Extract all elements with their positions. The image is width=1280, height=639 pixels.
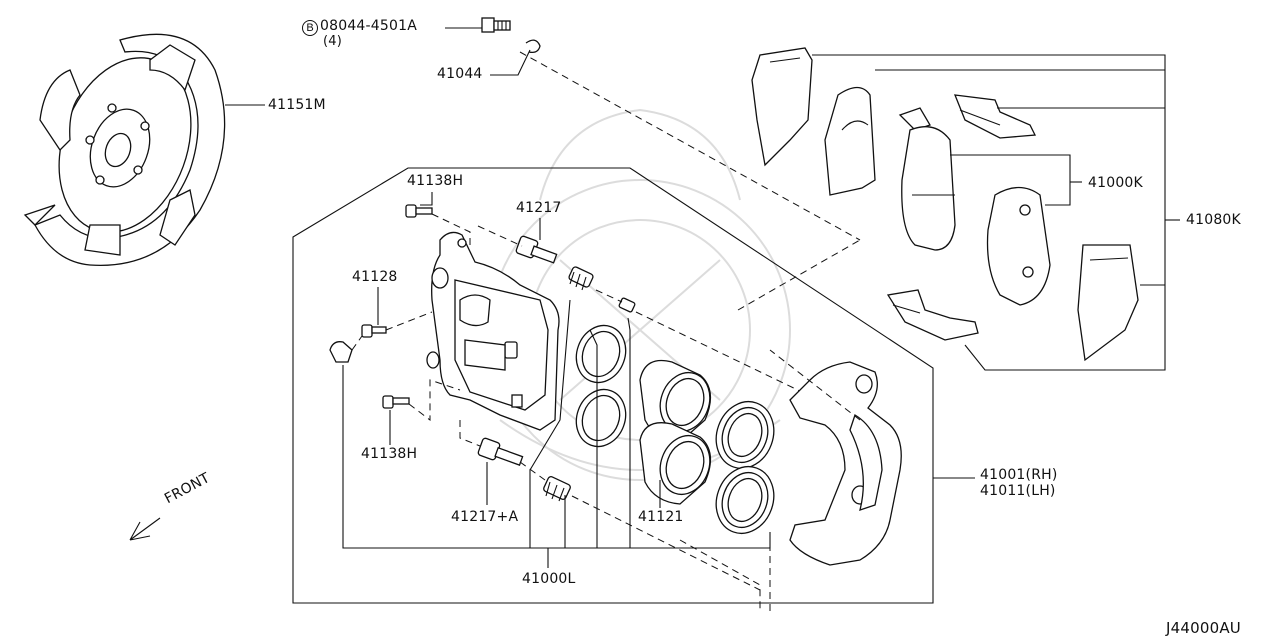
label-41151M[interactable]: 41151M xyxy=(268,97,326,113)
anti-rattle-clip-lower[interactable] xyxy=(886,289,979,341)
guide-pin-41217A[interactable] xyxy=(477,437,524,466)
pin-boot-upper[interactable] xyxy=(568,266,594,291)
pad-shim-inner[interactable] xyxy=(824,86,876,196)
bleeder-41128[interactable] xyxy=(361,324,387,338)
pad-shim-outer[interactable] xyxy=(751,47,813,167)
label-41128[interactable]: 41128 xyxy=(352,269,398,285)
dust-boot-upper[interactable] xyxy=(707,393,783,476)
label-41000K[interactable]: 41000K xyxy=(1088,175,1143,191)
label-41080K[interactable]: 41080K xyxy=(1186,212,1241,228)
label-41138H-top[interactable]: 41138H xyxy=(407,173,464,189)
label-41044[interactable]: 41044 xyxy=(437,66,483,82)
piston-seal-lower[interactable] xyxy=(569,383,634,454)
piston-seal-upper[interactable] xyxy=(569,319,634,390)
anti-rattle-clip-upper[interactable] xyxy=(953,94,1037,139)
piston-upper[interactable] xyxy=(639,359,718,443)
label-bolt-08044-4501A[interactable]: 08044-4501A xyxy=(320,18,417,34)
label-41121[interactable]: 41121 xyxy=(638,509,684,525)
brake-pad-inner[interactable] xyxy=(986,186,1051,306)
pin-sleeve[interactable] xyxy=(618,297,636,313)
label-41138H-bottom[interactable]: 41138H xyxy=(361,446,418,462)
label-41001-rh[interactable]: 41001(RH) xyxy=(980,467,1058,483)
bolt-symbol-circle: B xyxy=(302,20,318,36)
pad-wear-indicator[interactable] xyxy=(898,107,931,131)
label-bolt-qty: (4) xyxy=(323,34,343,49)
backing-plate-41151M[interactable] xyxy=(23,33,226,267)
caliper-body[interactable] xyxy=(426,231,560,431)
bolt-41138H-bottom[interactable] xyxy=(382,395,410,409)
bolt-41138H-top[interactable] xyxy=(405,204,433,218)
dust-boot-lower[interactable] xyxy=(707,458,783,541)
washer-41044[interactable] xyxy=(525,39,541,54)
pin-boot-lower[interactable] xyxy=(543,476,572,502)
label-41217[interactable]: 41217 xyxy=(516,200,562,216)
label-41217A[interactable]: 41217+A xyxy=(451,509,519,525)
caliper-bracket[interactable] xyxy=(789,361,902,566)
brake-pad-outer[interactable] xyxy=(901,126,956,251)
label-41000L[interactable]: 41000L xyxy=(522,571,576,587)
front-arrow-icon xyxy=(129,517,161,541)
bleeder-cap[interactable] xyxy=(329,341,353,363)
pad-shim-inner-2[interactable] xyxy=(1077,244,1139,362)
piston-lower[interactable] xyxy=(639,422,718,505)
diagram-id: J44000AU xyxy=(1166,619,1241,637)
bolt-08044-4501A[interactable] xyxy=(481,17,511,33)
label-41011-lh[interactable]: 41011(LH) xyxy=(980,483,1056,499)
guide-pin-41217[interactable] xyxy=(515,235,558,264)
